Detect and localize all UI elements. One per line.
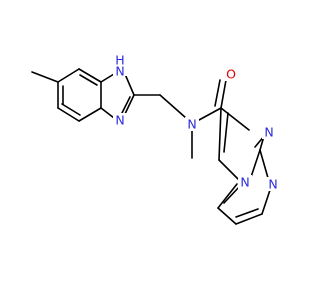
imid2-bond-3 [218,159,240,181]
atom-label-n-imidazole: N [264,125,273,140]
imid2-bond-4 [250,149,261,178]
molecule-structure: N H N N O N N N [31,52,280,225]
pyr-bond-5 [217,183,238,209]
imid2-dbl-1 [223,112,229,153]
atom-label-o-carbonyl: O [226,67,236,82]
n-imid-label-bg [262,125,276,139]
atom-label-nh-h: H [115,53,124,68]
o-label-bg [224,67,238,81]
atom-label-n-benzimidazole: N [115,113,124,128]
nh-label-bg [113,62,127,76]
pyr-bond-1 [259,149,269,179]
n-benz-label-bg [113,113,127,127]
imid2-bond-1 [220,107,250,131]
n-amide-label-bg [185,117,199,131]
imid-bond-3 [124,94,135,115]
imid2-bond-2 [218,107,222,161]
n-pyr-label-bg [266,177,280,191]
ch2-bond-2 [159,94,187,119]
pyr-bond-2 [261,189,271,215]
benz-bond-5 [57,107,80,122]
benz-bond-2 [78,68,102,83]
pyr-dbl-2 [223,185,241,204]
n-bridge-label-bg [238,175,252,189]
methyl-bond [31,71,59,83]
benz-dbl-2 [61,103,81,116]
imid-bond-1 [100,73,115,83]
atom-label-n-bridgehead: N [240,175,249,190]
atom-label-layer: N H N N O N N N [113,53,280,192]
bond-layer [31,68,271,225]
atom-label-nh-n: N [115,64,124,79]
carbonyl-single [220,79,227,109]
atom-label-n-amide: N [187,117,196,132]
carbonyl-double [214,79,221,107]
atom-label-n-pyrimidine: N [268,177,277,192]
imid-bond-2 [124,73,135,96]
pyr-dbl-1 [235,208,259,218]
benz-bond-1 [57,68,80,83]
imid-bond-4 [100,107,115,119]
pyr-bond-4 [217,207,237,225]
benz-bond-4 [78,107,102,122]
pyr-bond-3 [235,213,263,225]
benz-dbl-1 [79,74,98,86]
amide-bond [198,107,222,121]
imid-dbl [121,96,131,114]
